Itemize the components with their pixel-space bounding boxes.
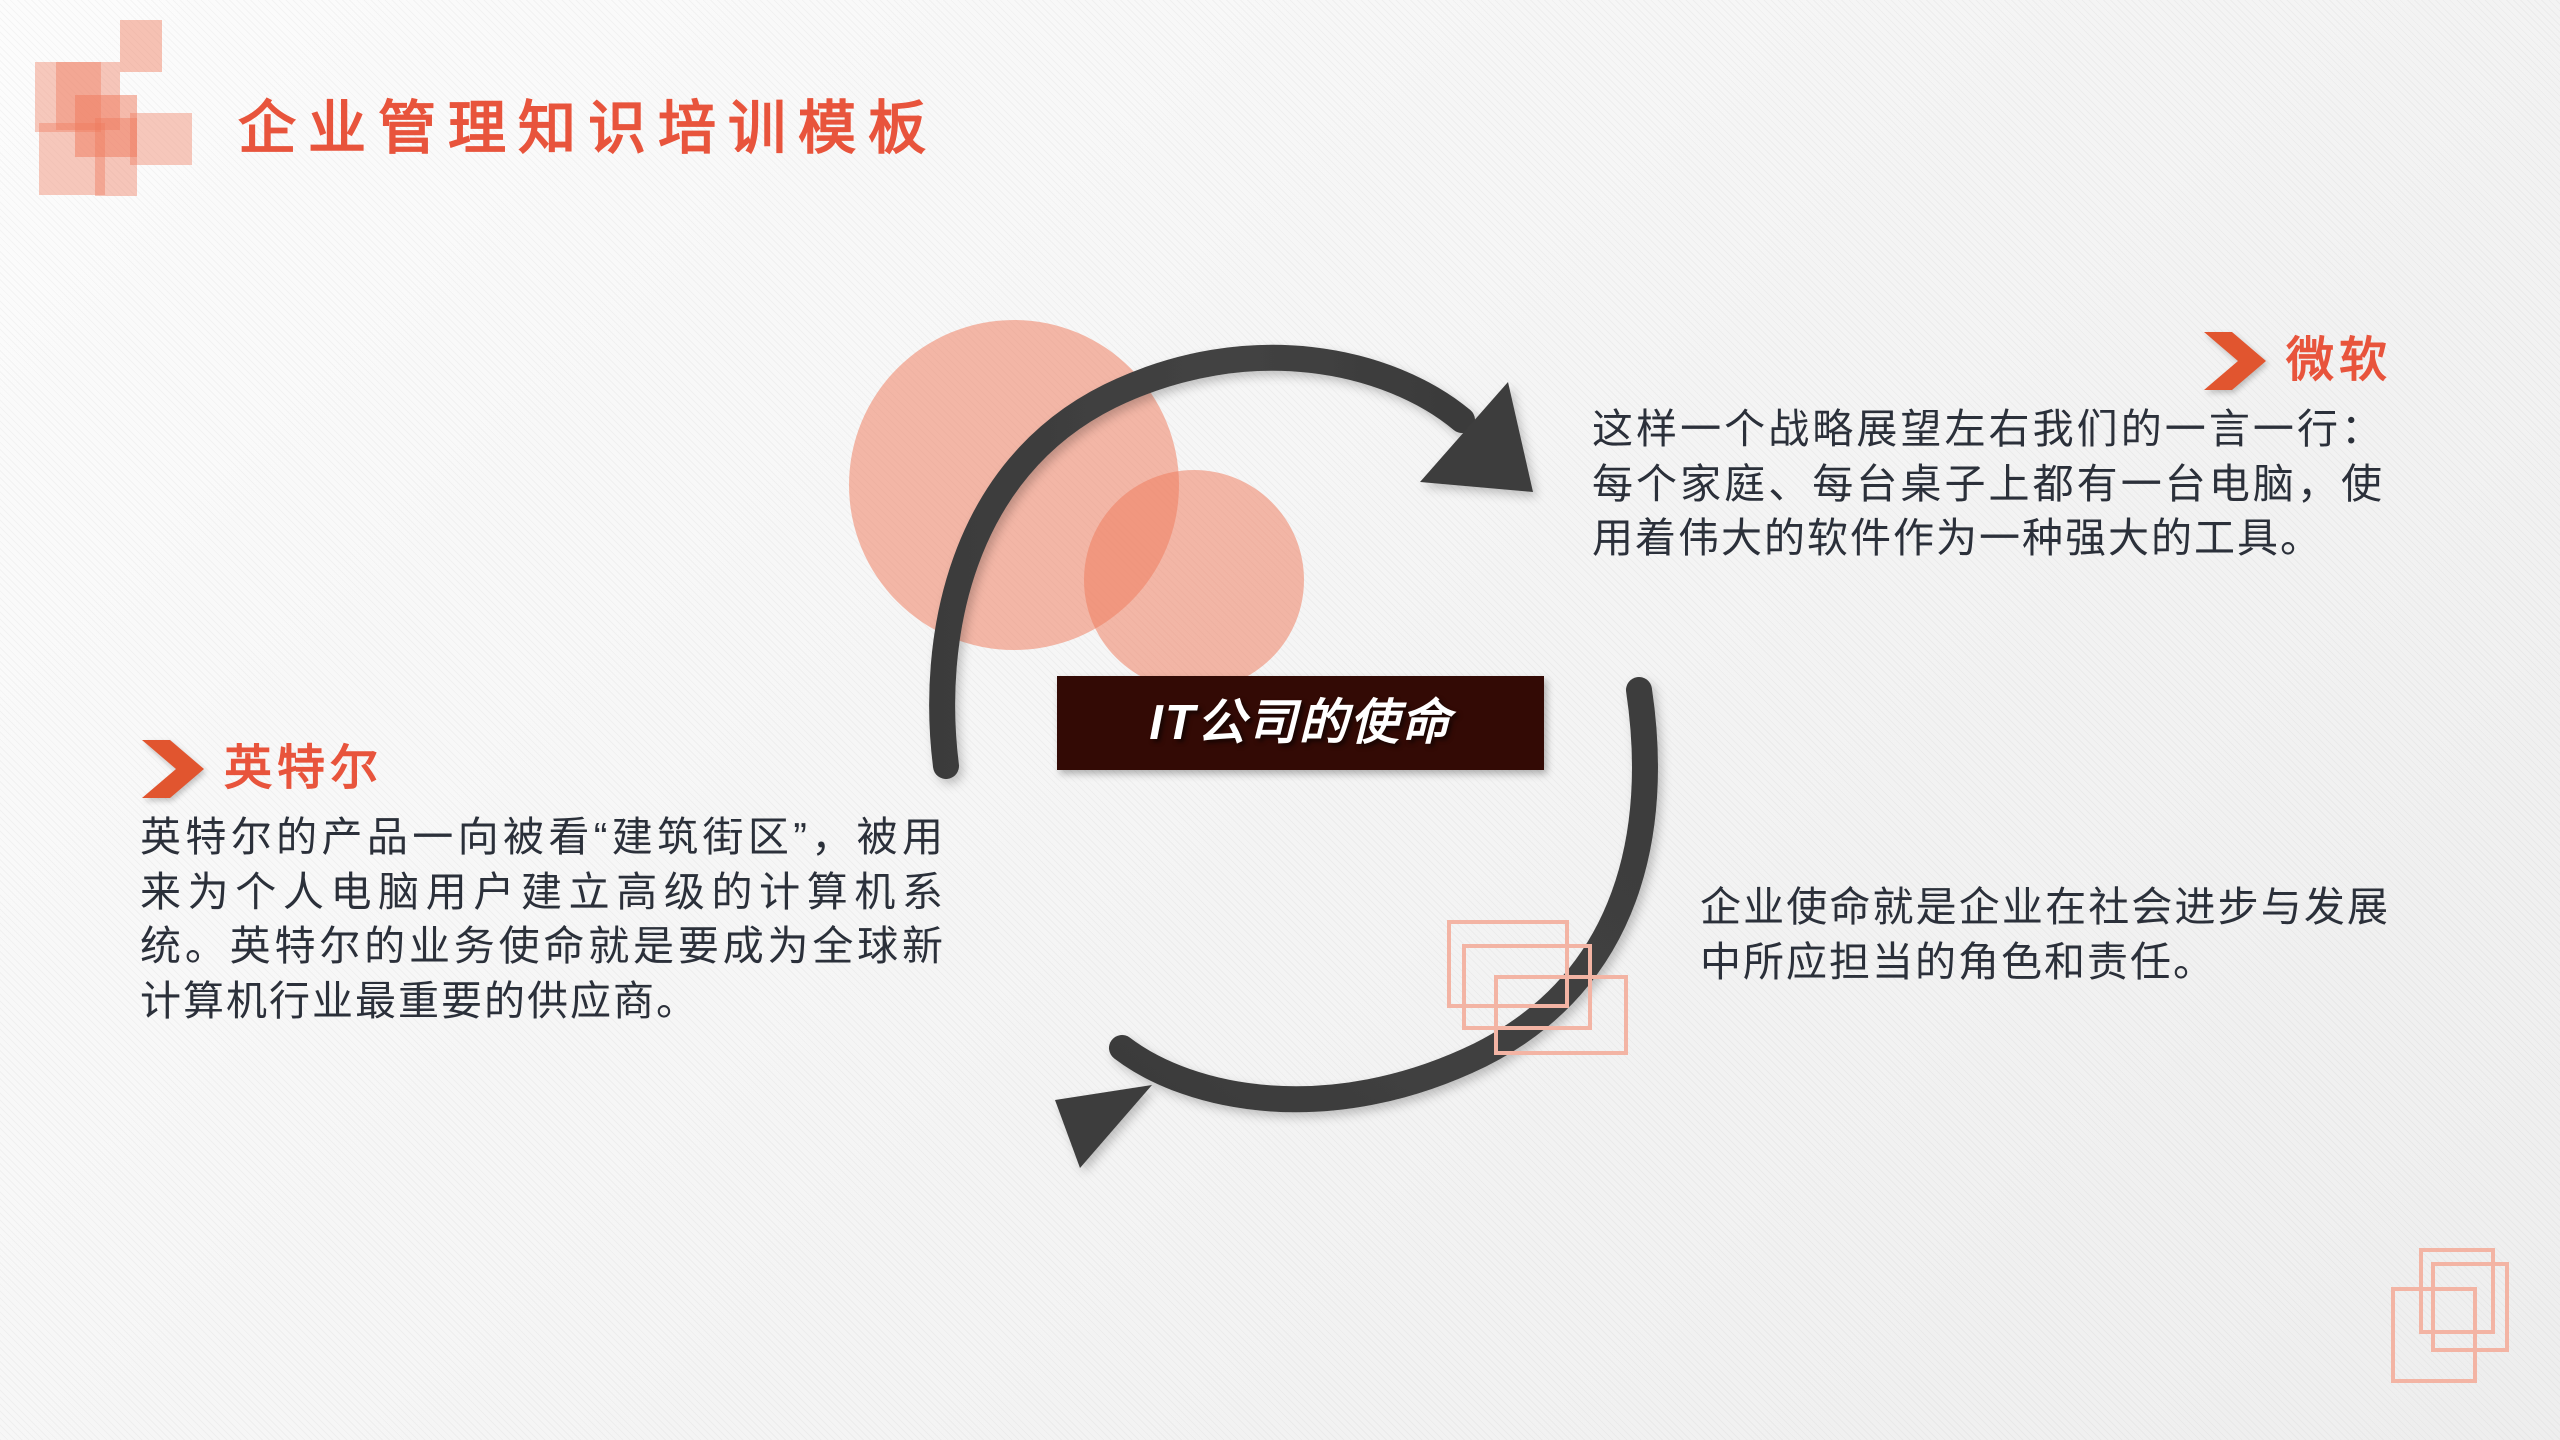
content-block-intel: 英特尔 英特尔的产品一向被看“建筑街区”，被用来为个人电脑用户建立高级的计算机系… (140, 738, 960, 1028)
decorative-rectangle (130, 113, 192, 165)
decorative-rectangle (120, 20, 162, 72)
decorative-rectangle (95, 118, 137, 196)
decorative-outline-square (1462, 944, 1592, 1030)
block-body-microsoft: 这样一个战略展望左右我们的一言一行：每个家庭、每台桌子上都有一台电脑，使用着伟大… (1592, 406, 2384, 562)
slide-title: 企业管理知识培训模板 (238, 96, 939, 161)
decorative-rectangle (39, 123, 105, 195)
content-block-microsoft: 微软 这样一个战略展望左右我们的一言一行：每个家庭、每台桌子上都有一台电脑，使用… (1592, 330, 2392, 566)
block-body-enterprise: 企业使命就是企业在社会进步与发展中所应担当的角色和责任。 (1700, 884, 2390, 985)
decorative-circle-small (1084, 470, 1304, 690)
block-body-intel: 英特尔的产品一向被看“建筑街区”，被用来为个人电脑用户建立高级的计算机系统。英特… (140, 814, 945, 1024)
chevron-right-icon (142, 740, 204, 798)
block-title-intel: 英特尔 (224, 742, 384, 795)
decorative-outline-square (1447, 920, 1569, 1008)
block-heading-intel: 英特尔 (140, 738, 960, 800)
block-heading-microsoft: 微软 (1592, 330, 2392, 392)
block-title-microsoft: 微软 (2285, 334, 2392, 387)
decorative-outline-square (2431, 1262, 2509, 1352)
decorative-rectangle (75, 95, 137, 157)
chevron-right-icon (2203, 332, 2266, 390)
center-label-text: IT公司的使命 (1149, 695, 1452, 750)
center-label-box: IT公司的使命 (1057, 676, 1544, 770)
decorative-outline-square (2391, 1287, 2477, 1383)
decorative-outline-square (1494, 975, 1628, 1055)
content-block-enterprise: 企业使命就是企业在社会进步与发展中所应担当的角色和责任。 (1700, 880, 2390, 989)
decorative-outline-square (2419, 1248, 2495, 1334)
